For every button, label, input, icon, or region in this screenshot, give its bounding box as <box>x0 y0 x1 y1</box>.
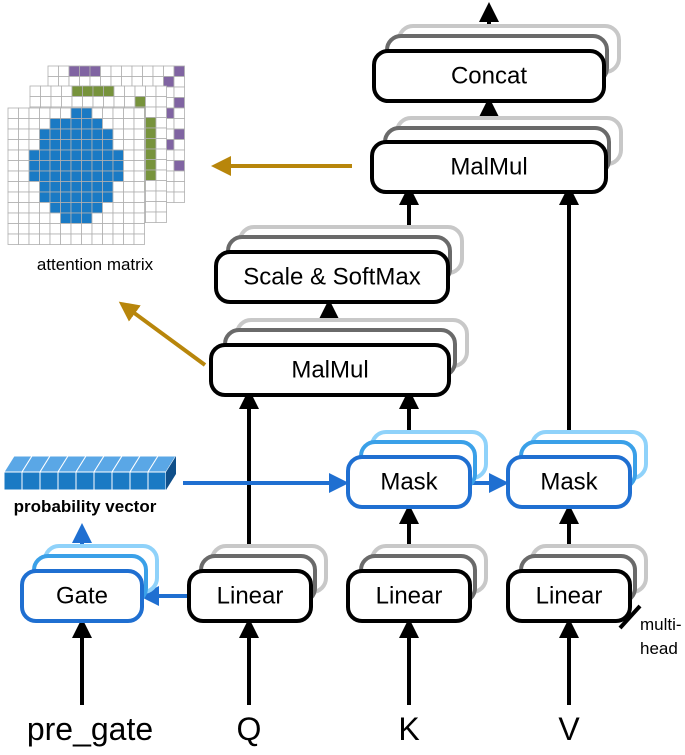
arrow-matmul-low-to-attention <box>118 301 207 367</box>
linear-k-label: Linear <box>376 583 443 610</box>
linear-v-label: Linear <box>536 583 603 610</box>
mask-k-block: Mask <box>346 430 488 509</box>
scale-softmax-block: Scale & SoftMax <box>214 225 464 304</box>
concat-label: Concat <box>451 63 527 90</box>
matmul-top-label: MalMul <box>450 154 527 181</box>
input-pre-gate: pre_gate <box>27 711 153 747</box>
gold-arrows <box>118 156 352 367</box>
multi-head-brace <box>618 604 642 630</box>
linear-v-block: Linear <box>506 544 648 623</box>
input-q: Q <box>237 711 262 747</box>
matmul-low-block: MalMul <box>209 318 469 397</box>
linear-q-block: Linear <box>187 544 328 623</box>
multi-head-label-line1: multi- <box>640 615 682 634</box>
attention-matrix-label: attention matrix <box>37 255 154 274</box>
matmul-low-label: MalMul <box>291 357 368 384</box>
concat-block: Concat <box>372 24 621 103</box>
linear-k-block: Linear <box>346 544 488 623</box>
input-k: K <box>398 711 419 747</box>
probability-vector-icon <box>3 455 177 491</box>
probability-vector-label: probability vector <box>14 497 157 516</box>
matmul-top-block: MalMul <box>370 116 623 194</box>
linear-q-label: Linear <box>217 583 284 610</box>
multi-head-label-line2: head <box>640 639 678 658</box>
gate-label: Gate <box>56 583 108 610</box>
attention-matrix-icon <box>7 65 185 245</box>
mask-v-block: Mask <box>506 430 648 509</box>
gate-block: Gate <box>20 544 159 623</box>
scale-softmax-label: Scale & SoftMax <box>243 264 420 291</box>
mask-k-label: Mask <box>380 469 438 496</box>
input-v: V <box>558 711 580 747</box>
mask-v-label: Mask <box>540 469 598 496</box>
